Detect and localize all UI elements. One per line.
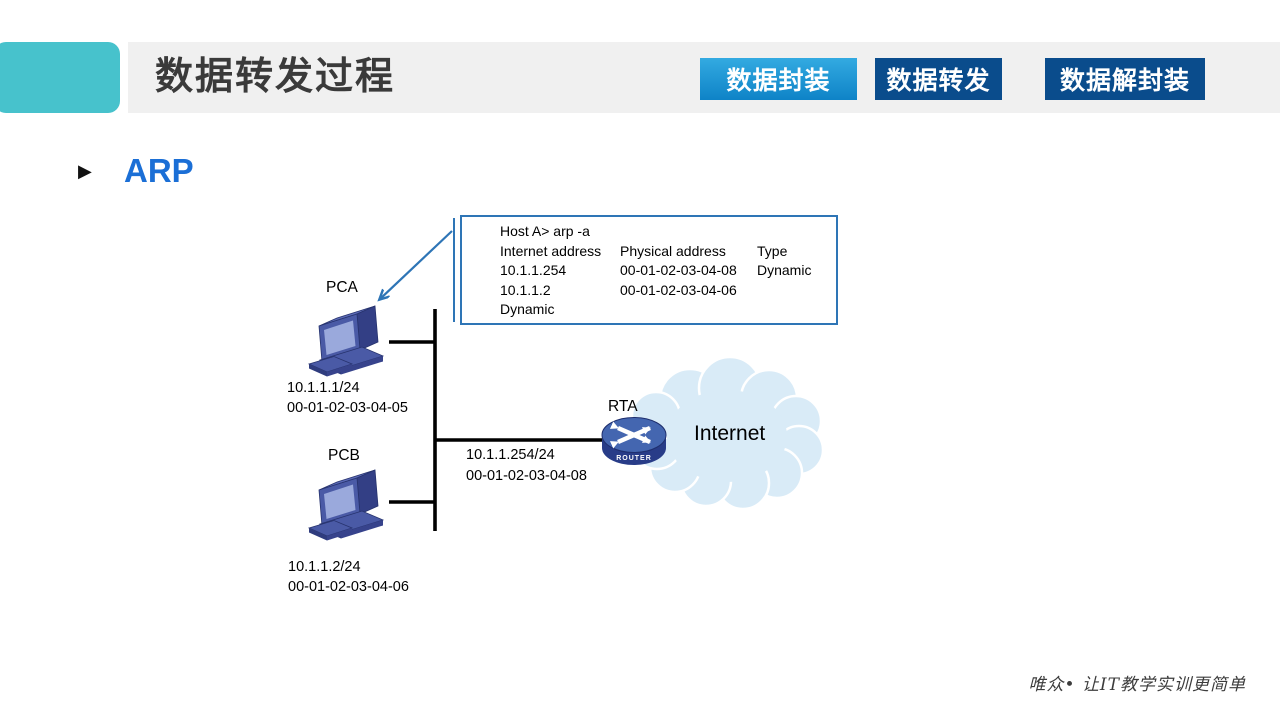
header-accent-block — [0, 42, 120, 113]
watermark-text: 唯众• 让IT教学实训更简单 — [1028, 675, 1246, 695]
page-title: 数据转发过程 — [155, 56, 396, 98]
pcb-computer-icon — [308, 469, 384, 541]
pca-mac-label: 00-01-02-03-04-05 — [287, 400, 408, 416]
rta-name-label: RTA — [608, 398, 638, 415]
nav-button-decapsulation[interactable]: 数据解封装 — [1045, 58, 1205, 100]
pcb-name-label: PCB — [328, 447, 360, 464]
router-badge: ROUTER — [616, 455, 652, 462]
ethernet-bus — [389, 309, 605, 531]
pca-name-label: PCA — [326, 279, 358, 296]
nav-button-forwarding[interactable]: 数据转发 — [875, 58, 1002, 100]
arp-entry-row-wrap: Dynamic — [500, 301, 555, 317]
router-icon: ROUTER — [601, 417, 667, 465]
callout-arrow — [380, 218, 455, 322]
rta-mac-label: 00-01-02-03-04-08 — [466, 468, 587, 484]
arp-command: Host A> arp -a — [500, 223, 590, 239]
triangle-bullet-icon: ▶ — [78, 161, 92, 181]
pca-computer-icon — [308, 305, 384, 377]
section-heading-arp: ARP — [124, 152, 194, 189]
internet-label: Internet — [694, 422, 766, 445]
internet-cloud — [630, 355, 825, 511]
nav-button-encapsulation[interactable]: 数据封装 — [700, 58, 857, 100]
pca-ip-label: 10.1.1.1/24 — [287, 380, 360, 396]
pcb-mac-label: 00-01-02-03-04-06 — [288, 579, 409, 595]
pcb-ip-label: 10.1.1.2/24 — [288, 559, 361, 575]
rta-ip-label: 10.1.1.254/24 — [466, 447, 555, 463]
